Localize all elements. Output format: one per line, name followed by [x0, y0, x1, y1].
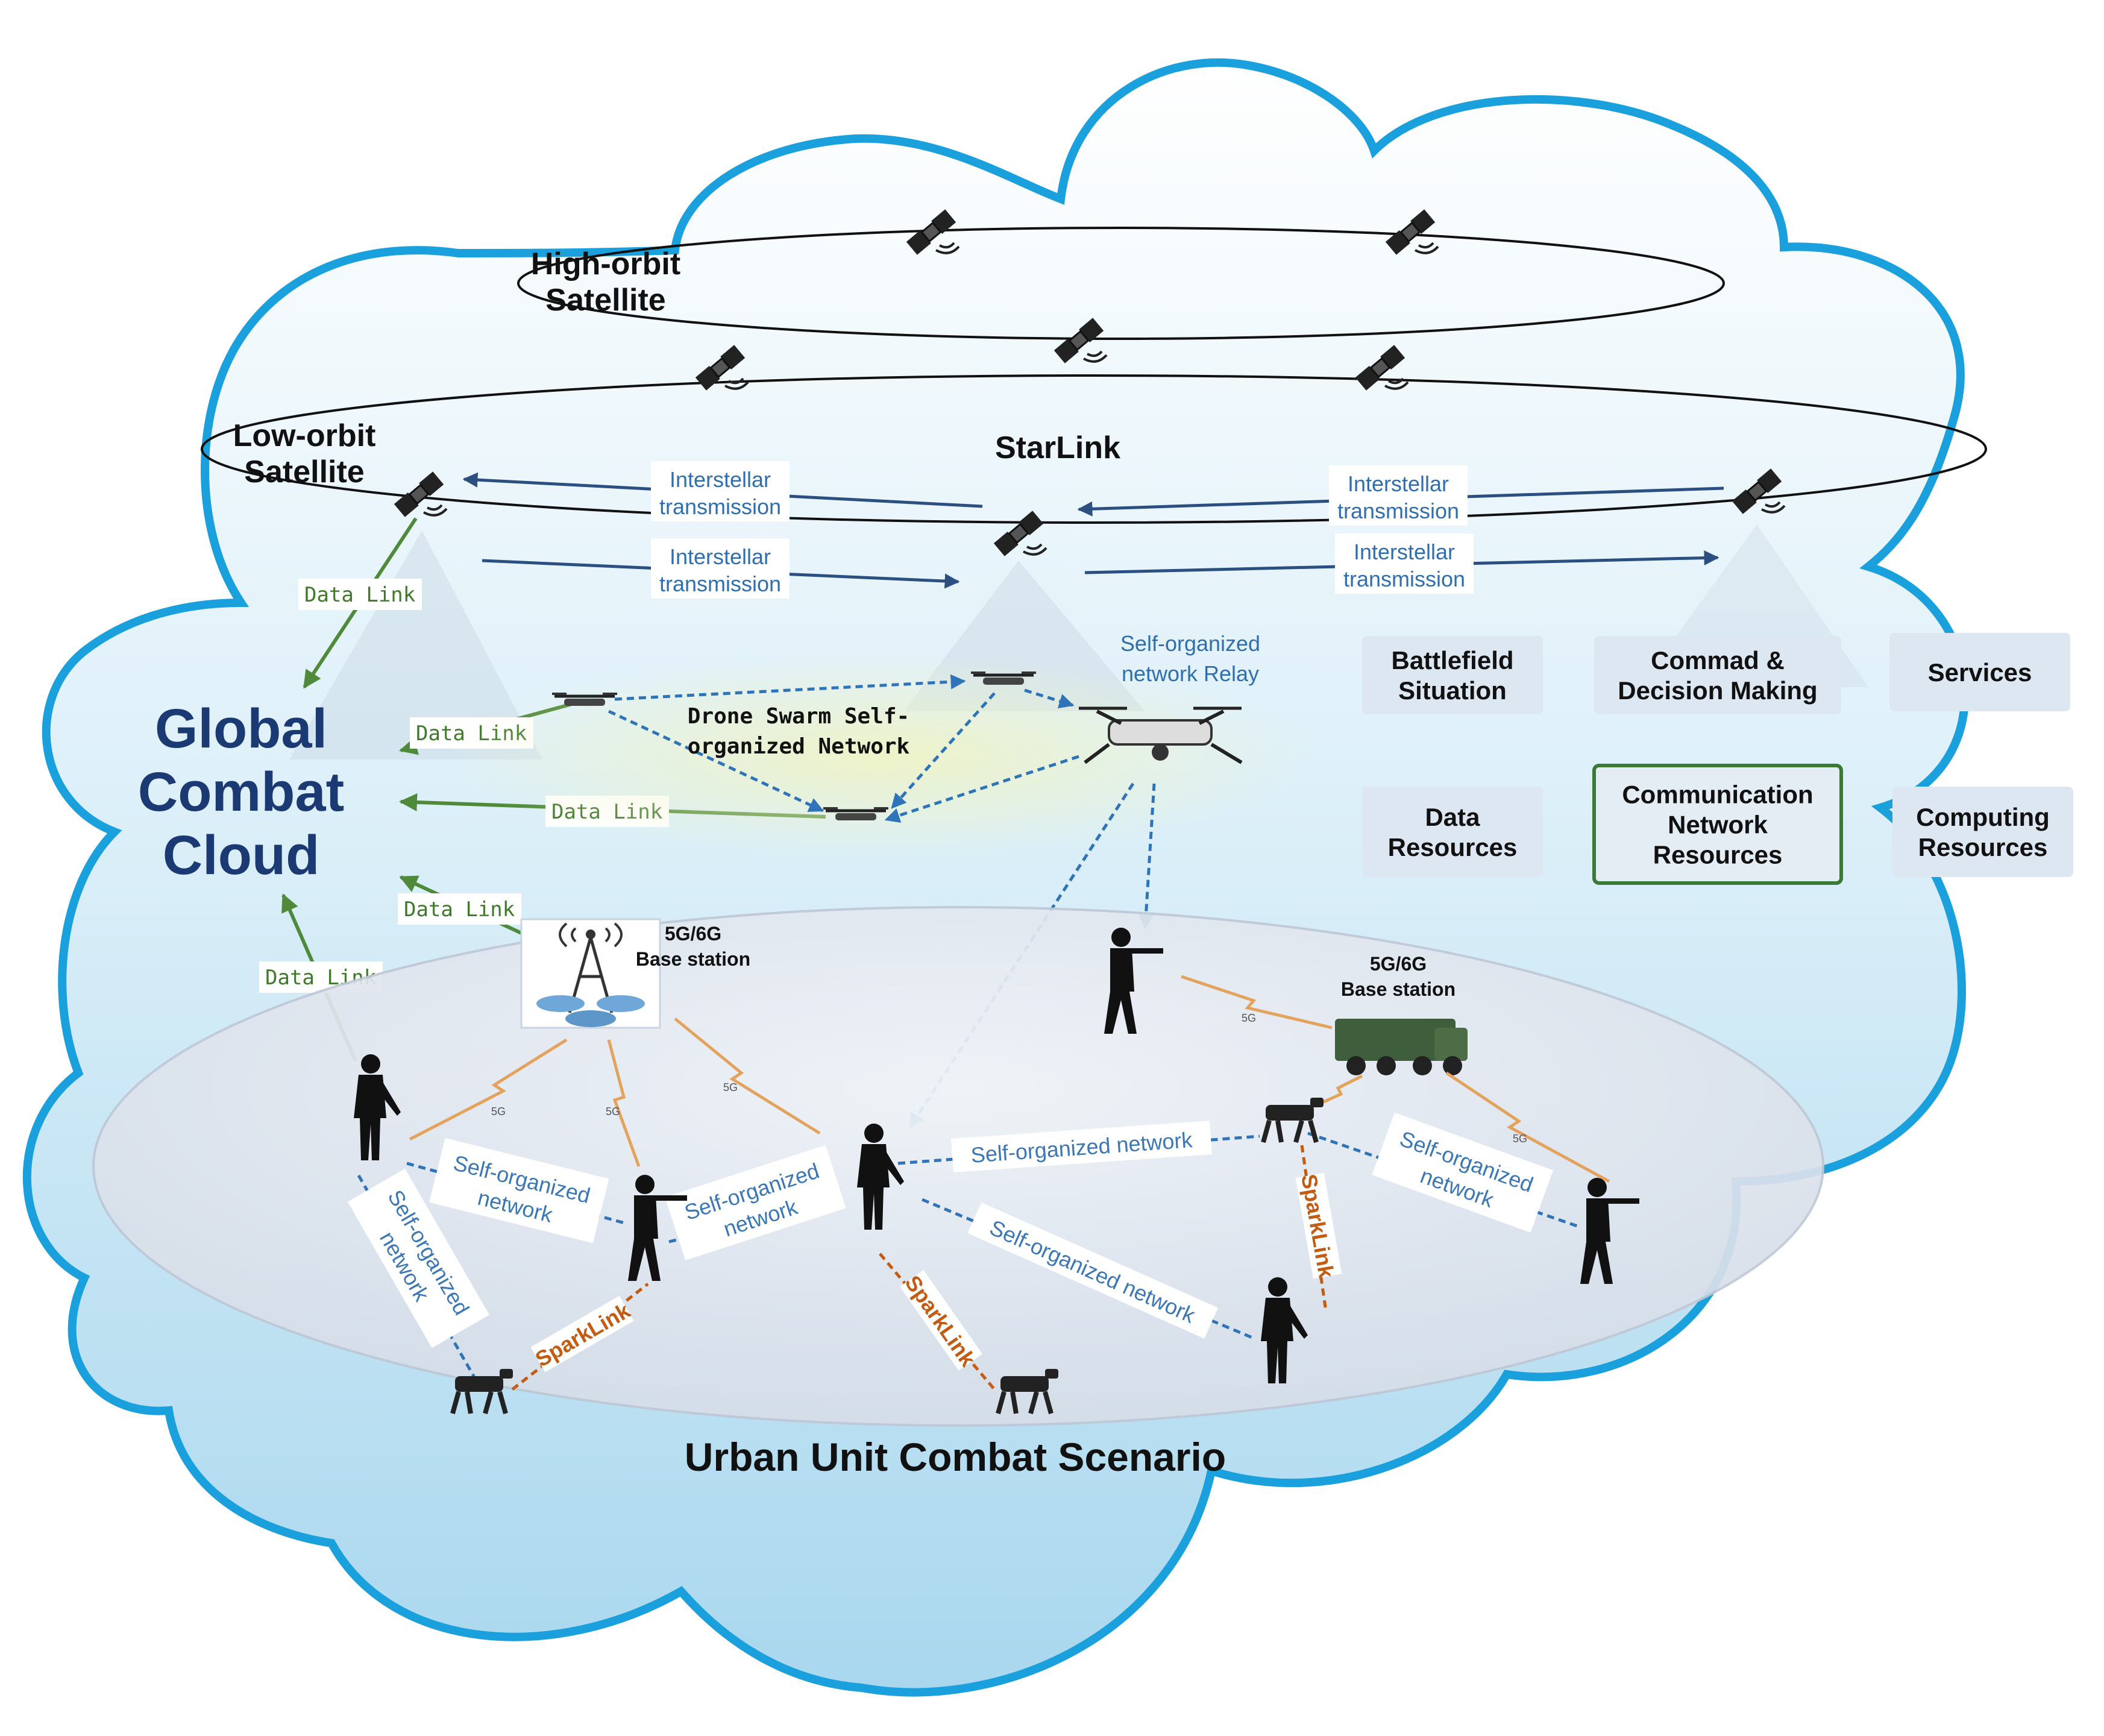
- interstellar-label: Interstellar transmission: [651, 461, 790, 521]
- panel-label: Resources: [1653, 841, 1783, 869]
- high-orbit: [517, 227, 1725, 340]
- base-station-label: 5G/6G: [665, 923, 721, 945]
- fiveg-link: [409, 975, 1610, 1183]
- data-link-label: Data Link: [398, 893, 521, 925]
- interstellar-label: Interstellar transmission: [651, 538, 790, 599]
- panel-label: Resources: [1388, 833, 1518, 861]
- drone-swarm-label: organized Network: [688, 734, 910, 759]
- drone-swarm-zone: [446, 654, 1314, 859]
- base-station-label: 5G/6G: [1370, 953, 1427, 975]
- panel-label: Computing: [1916, 803, 2050, 831]
- base-station-tower-icon: [520, 918, 661, 1029]
- low-orbit-label: Satellite: [244, 454, 364, 489]
- svg-text:Interstellar: Interstellar: [670, 544, 771, 569]
- svg-text:Interstellar: Interstellar: [1348, 471, 1449, 496]
- panel-label: Resources: [1918, 833, 2048, 861]
- svg-text:Interstellar: Interstellar: [670, 467, 771, 492]
- svg-text:Interstellar: Interstellar: [1354, 539, 1455, 564]
- relay-label: Self-organized: [1120, 631, 1260, 656]
- panel-label: Battlefield: [1391, 646, 1513, 675]
- svg-text:Data Link: Data Link: [304, 583, 415, 607]
- fiveg-label: 5G: [491, 1105, 506, 1118]
- panel-command: Commad &Decision Making: [1594, 636, 1841, 714]
- cloud-title: Global: [155, 698, 327, 760]
- cloud-title: Combat: [138, 761, 344, 823]
- high-orbit-label: High-orbit: [531, 247, 680, 281]
- low-orbit: [201, 374, 1987, 524]
- svg-text:Data Link: Data Link: [404, 898, 515, 922]
- starlink-label: StarLink: [995, 430, 1120, 465]
- panel-services: Services: [1889, 633, 2070, 711]
- interstellar-label: Interstellar transmission: [1329, 465, 1468, 526]
- panel-label: Services: [1928, 658, 2032, 687]
- base-station-label: Base station: [636, 948, 750, 970]
- scenario-title: Urban Unit Combat Scenario: [685, 1435, 1226, 1479]
- base-station-label: Base station: [1341, 978, 1456, 1000]
- panel-label: Decision Making: [1618, 676, 1817, 705]
- panel-label: Network: [1668, 811, 1768, 839]
- relay-drone-icon: [1079, 706, 1243, 764]
- svg-text:transmission: transmission: [659, 494, 781, 519]
- data-link-label: Data Link: [298, 579, 422, 610]
- panel-label: Data: [1425, 803, 1480, 831]
- interstellar-label: Interstellar transmission: [1335, 533, 1474, 594]
- fiveg-label: 5G: [1513, 1133, 1527, 1145]
- fiveg-label: 5G: [606, 1105, 620, 1118]
- cloud-title: Cloud: [163, 825, 320, 886]
- high-orbit-label: Satellite: [545, 283, 665, 318]
- coverage-cone: [289, 530, 542, 760]
- relay-label: network Relay: [1122, 661, 1259, 686]
- panel-label: Situation: [1398, 676, 1507, 705]
- svg-text:transmission: transmission: [1343, 567, 1465, 591]
- svg-text:transmission: transmission: [659, 571, 781, 596]
- fiveg-label: 5G: [1242, 1012, 1256, 1024]
- svg-text:transmission: transmission: [1337, 498, 1459, 523]
- low-orbit-label: Low-orbit: [233, 418, 376, 453]
- drone-swarm-label: Drone Swarm Self-: [688, 704, 909, 729]
- swarm-link: [608, 674, 1079, 823]
- data-link-label: Data Link: [259, 961, 383, 993]
- panel-label: Commad &: [1651, 646, 1785, 675]
- self-org-label: Self-organized network: [665, 1145, 846, 1260]
- base-station-truck-icon: [1335, 1019, 1468, 1075]
- fiveg-label: 5G: [723, 1081, 738, 1093]
- panel-label: Communication: [1622, 781, 1813, 809]
